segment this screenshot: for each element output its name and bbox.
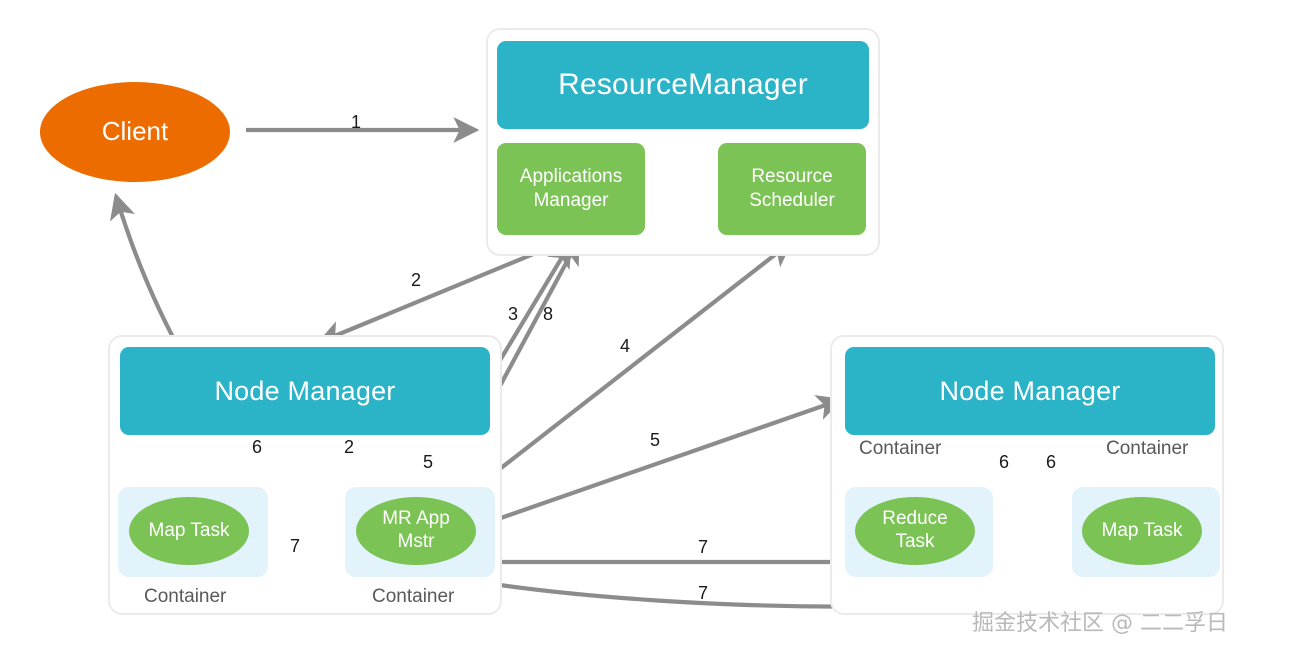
resource-manager-title: ResourceManager <box>558 68 808 101</box>
node-manager-left-header[interactable]: Node Manager <box>120 347 490 435</box>
mr-app-mstr-line2: Mstr <box>397 531 435 552</box>
node-manager-right-header[interactable]: Node Manager <box>845 347 1215 435</box>
edge-label-3: 3 <box>508 304 519 324</box>
mr-app-mstr-line1: MR App <box>382 508 450 530</box>
edge-5-mrappmstr-to-right-nodemanager <box>471 395 844 530</box>
reduce-task-line1: Reduce <box>882 508 948 530</box>
edge-label-1: 1 <box>351 112 362 132</box>
reduce-task[interactable]: Reduce Task <box>855 497 975 565</box>
resource-scheduler-line1: Resource <box>751 165 833 187</box>
edge-label-6-left: 6 <box>252 437 263 457</box>
container-caption-left-2: Container <box>372 586 455 607</box>
edge-4-mrappmstr-to-scheduler <box>458 240 793 502</box>
map-task-right[interactable]: Map Task <box>1082 497 1202 565</box>
map-task-right-label: Map Task <box>1101 519 1183 541</box>
edge-label-7-left: 7 <box>290 536 301 556</box>
node-manager-left-title: Node Manager <box>214 375 396 406</box>
client-label: Client <box>101 116 169 147</box>
map-task-left[interactable]: Map Task <box>129 497 249 565</box>
edge-label-5-right: 5 <box>650 430 661 450</box>
watermark: 掘金技术社区 @ 二二孚日 <box>972 611 1228 636</box>
edge-label-7-middle: 7 <box>698 537 709 557</box>
resource-manager-header[interactable]: ResourceManager <box>497 41 869 129</box>
edge-label-6-right-1: 6 <box>999 452 1010 472</box>
container-caption-left-1: Container <box>144 586 227 607</box>
edge-label-8: 8 <box>543 304 554 324</box>
edge-label-2-top: 2 <box>411 270 422 290</box>
edge-label-7-bottom: 7 <box>698 583 709 603</box>
edge-label-5-left: 5 <box>423 452 434 472</box>
container-caption-right-2: Container <box>1106 438 1189 459</box>
edge-label-2-bottom: 2 <box>344 437 355 457</box>
map-task-left-label: Map Task <box>148 519 230 541</box>
mr-app-mstr[interactable]: MR App Mstr <box>356 497 476 565</box>
applications-manager-box[interactable]: Applications Manager <box>497 143 645 235</box>
resource-scheduler-line2: Scheduler <box>749 190 835 211</box>
client-node[interactable]: Client <box>40 82 230 182</box>
resource-scheduler-box[interactable]: Resource Scheduler <box>718 143 866 235</box>
edge-2-appsmgr-to-nodemanager <box>316 241 561 346</box>
container-caption-right-1: Container <box>859 438 942 459</box>
applications-manager-line1: Applications <box>519 165 623 187</box>
edge-label-6-right-2: 6 <box>1046 452 1057 472</box>
reduce-task-line2: Task <box>895 531 935 552</box>
applications-manager-line2: Manager <box>533 190 609 211</box>
node-manager-right-title: Node Manager <box>939 375 1121 406</box>
edge-label-4: 4 <box>620 336 631 356</box>
